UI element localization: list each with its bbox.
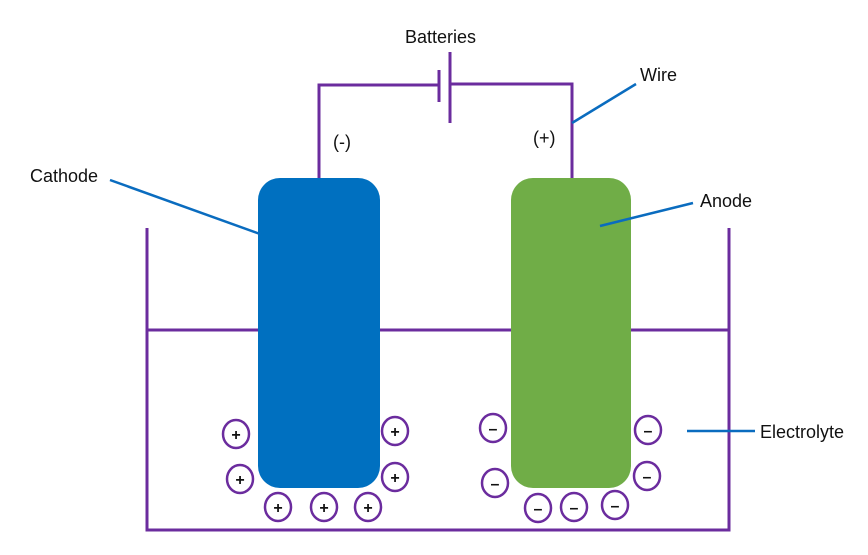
positive-ion: + [225, 463, 255, 495]
positive-ion-ring [221, 418, 251, 450]
wire-left [317, 83, 438, 180]
positive-ion-ring [225, 463, 255, 495]
negative-ion-ring [559, 491, 589, 523]
positive-ion: + [353, 491, 383, 523]
anode-label: Anode [700, 191, 752, 211]
electrolyte-container [145, 228, 731, 532]
electrolyte-label: Electrolyte [760, 422, 844, 442]
positive-ion: + [380, 461, 410, 493]
negative-ion-ring [478, 412, 508, 444]
positive-ion: + [380, 415, 410, 447]
negative-ion: – [523, 492, 553, 524]
positive-terminal-label: (+) [533, 128, 556, 148]
wire-right [450, 82, 574, 180]
anode-electrode [511, 178, 631, 488]
anion-group: – – – – – – – [478, 412, 663, 524]
cathode-label: Cathode [30, 166, 98, 186]
negative-ion-symbol: – [644, 423, 653, 440]
negative-ion-symbol: – [611, 498, 620, 515]
negative-ion: – [633, 414, 663, 446]
positive-ion-ring [380, 415, 410, 447]
positive-ion-symbol: + [273, 500, 282, 517]
positive-ion-ring [353, 491, 383, 523]
negative-ion-ring [632, 460, 662, 492]
negative-ion: – [480, 467, 510, 499]
wire-label: Wire [640, 65, 677, 85]
positive-ion-ring [263, 491, 293, 523]
positive-ion-symbol: + [319, 500, 328, 517]
negative-ion-ring [600, 489, 630, 521]
leader-lines [109, 82, 755, 433]
cathode-electrode [258, 178, 380, 488]
negative-ion-ring [523, 492, 553, 524]
positive-ion-symbol: + [390, 424, 399, 441]
negative-ion-ring [633, 414, 663, 446]
negative-ion-ring [480, 467, 510, 499]
positive-ion-symbol: + [390, 470, 399, 487]
positive-ion: + [309, 491, 339, 523]
container-walls [145, 228, 731, 532]
wire-leader [571, 82, 637, 125]
negative-ion-symbol: – [534, 501, 543, 518]
negative-ion-symbol: – [491, 476, 500, 493]
positive-ion-symbol: + [235, 472, 244, 489]
negative-ion-symbol: – [643, 469, 652, 486]
circuit-wire [317, 52, 574, 180]
negative-ion: – [600, 489, 630, 521]
anode-leader [599, 201, 694, 228]
cation-group: + + + + + + + [221, 415, 410, 523]
positive-ion-ring [309, 491, 339, 523]
negative-ion: – [478, 412, 508, 444]
cathode-leader [109, 178, 261, 236]
positive-ion: + [221, 418, 251, 450]
negative-terminal-label: (-) [333, 132, 351, 152]
negative-ion-symbol: – [489, 421, 498, 438]
batteries-label: Batteries [405, 27, 476, 47]
positive-ion-symbol: + [363, 500, 372, 517]
positive-ion-ring [380, 461, 410, 493]
negative-ion: – [632, 460, 662, 492]
negative-ion: – [559, 491, 589, 523]
positive-ion: + [263, 491, 293, 523]
positive-ion-symbol: + [231, 427, 240, 444]
negative-ion-symbol: – [570, 500, 579, 517]
